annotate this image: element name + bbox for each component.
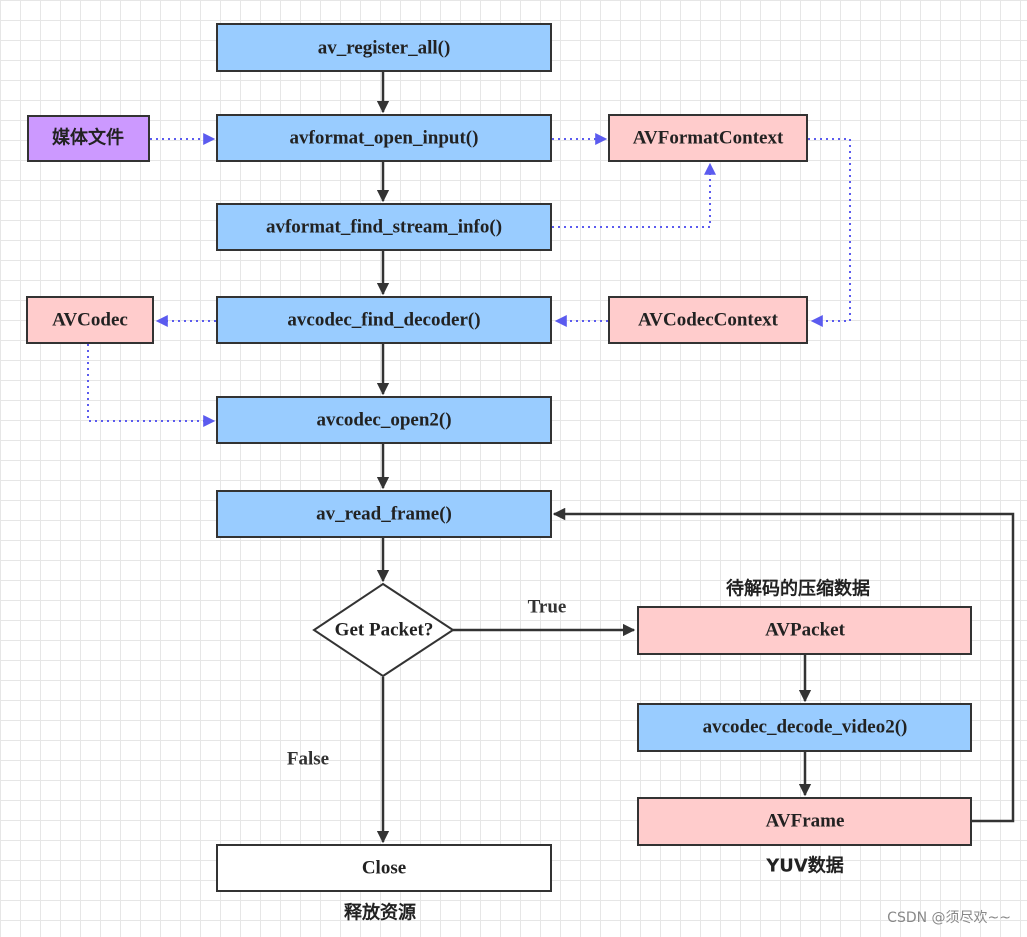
packet-note-label: 待解码的压缩数据	[726, 578, 870, 600]
dotted-format-context-to-codec-context	[808, 138, 851, 327]
node-media-file: 媒体文件	[27, 115, 150, 162]
flow-connectors	[376, 71, 1015, 844]
node-avframe-label: AVFrame	[766, 811, 845, 832]
node-avformat-find-stream-info-label: avformat_find_stream_info()	[266, 217, 502, 238]
node-avformat-context-label: AVFormatContext	[633, 128, 784, 149]
node-avcodec: AVCodec	[26, 296, 154, 344]
arrow-avframe-loop-to-read-frame	[552, 507, 1015, 823]
dotted-avcodec-to-open2	[87, 344, 216, 427]
node-avcodec-find-decoder-label: avcodec_find_decoder()	[287, 310, 480, 331]
node-avcodec-decode-video2-label: avcodec_decode_video2()	[703, 717, 908, 738]
node-avpacket-label: AVPacket	[765, 620, 846, 641]
watermark: CSDN @须尽欢~~	[887, 910, 1011, 926]
node-avformat-find-stream-info: avformat_find_stream_info()	[216, 203, 552, 251]
node-get-packet-decision: Get Packet?	[312, 582, 455, 678]
true-branch-label: True	[528, 597, 567, 618]
dotted-find-stream-to-format-context	[552, 162, 716, 228]
node-close-label: Close	[362, 858, 406, 879]
node-avformat-open-input: avformat_open_input()	[216, 114, 552, 162]
node-av-read-frame: av_read_frame()	[216, 490, 552, 538]
node-avformat-context: AVFormatContext	[608, 114, 808, 162]
dotted-connectors	[87, 133, 851, 427]
node-av-register-all: av_register_all()	[216, 23, 552, 72]
node-avcodec-context: AVCodecContext	[608, 296, 808, 344]
yuv-note-label: YUV数据	[765, 855, 844, 877]
node-avcodec-open2-label: avcodec_open2()	[316, 410, 451, 431]
node-avcodec-decode-video2: avcodec_decode_video2()	[637, 703, 972, 752]
node-avcodec-open2: avcodec_open2()	[216, 396, 552, 444]
node-get-packet-label: Get Packet?	[335, 620, 434, 641]
node-avpacket: AVPacket	[637, 606, 972, 655]
node-avcodec-label: AVCodec	[52, 310, 128, 331]
node-avcodec-context-label: AVCodecContext	[638, 310, 779, 331]
node-av-register-all-label: av_register_all()	[318, 38, 451, 59]
false-branch-label: False	[287, 749, 329, 770]
node-avframe: AVFrame	[637, 797, 972, 846]
node-avformat-open-input-label: avformat_open_input()	[290, 128, 479, 149]
node-media-file-label: 媒体文件	[52, 127, 124, 149]
release-note-label: 释放资源	[344, 902, 416, 924]
node-av-read-frame-label: av_read_frame()	[316, 504, 452, 525]
node-avcodec-find-decoder: avcodec_find_decoder()	[216, 296, 552, 344]
node-close: Close	[216, 844, 552, 892]
